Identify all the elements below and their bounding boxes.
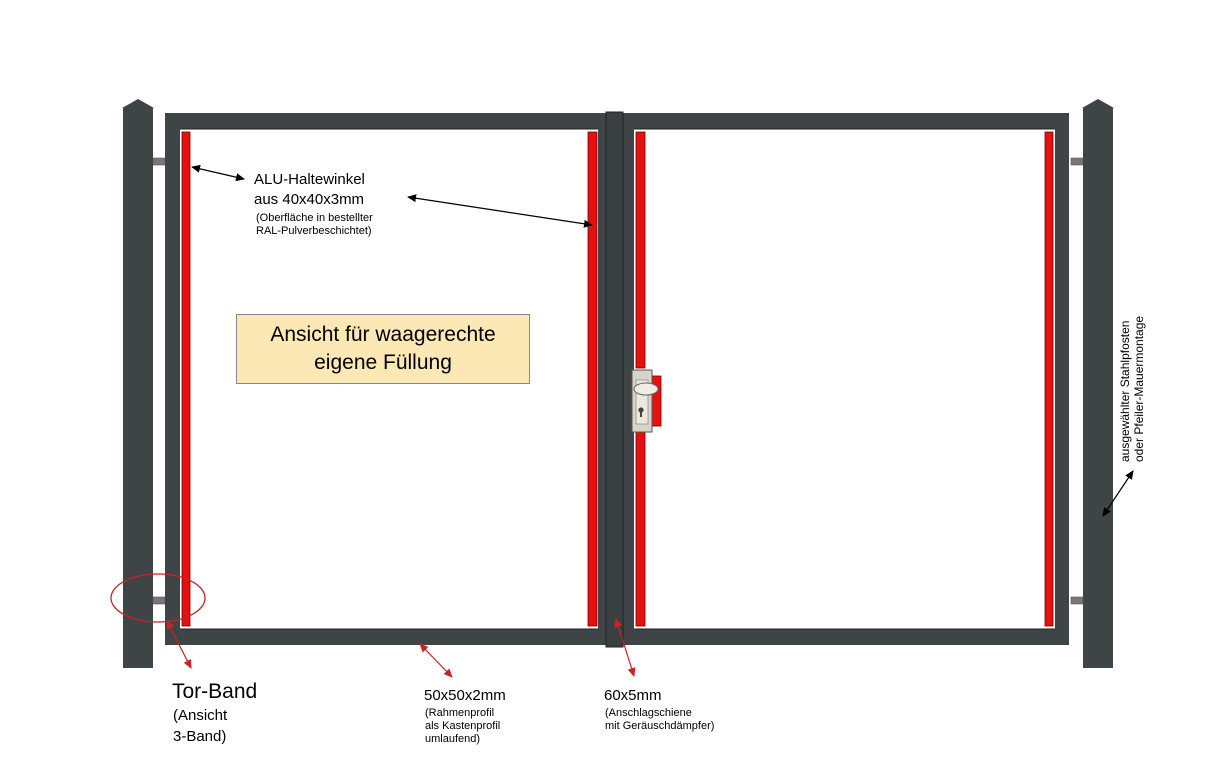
post-label-line2: oder Pfeiler-Mauermontage (1132, 315, 1146, 462)
view-note-box: Ansicht für waagerechte eigene Füllung (236, 314, 530, 384)
alu-note-line2: RAL-Pulverbeschichtet) (256, 225, 372, 237)
left-wing-frame (165, 113, 606, 645)
alu-note-line1: (Oberfläche in bestellter (256, 212, 373, 224)
post-label: ausgewählter Stahlpfosten oder Pfeiler-M… (1118, 316, 1146, 462)
hinge-note-line1: (Ansicht (173, 707, 228, 724)
view-note-line1: Ansicht für waagerechte (270, 323, 496, 346)
frame-note-line1: (Rahmenprofil (425, 707, 495, 719)
frame-note-line3: umlaufend) (425, 733, 481, 745)
lock-icon (631, 369, 662, 433)
frame-note-line2: als Kastenprofil (425, 720, 501, 732)
alu-brackets (181, 131, 1054, 627)
alu-size-label: aus 40x40x3mm (254, 191, 365, 208)
right-post (1082, 99, 1114, 668)
hinge-title-label: Tor-Band (172, 680, 258, 703)
alu-arrows (191, 164, 1134, 517)
left-post (122, 99, 154, 668)
stop-note-line2: mit Geräuschdämpfer) (605, 720, 715, 732)
hinge-note-line2: 3-Band) (173, 728, 227, 745)
hinge-pins (152, 157, 1084, 605)
right-wing-frame (622, 113, 1069, 645)
dimension-arrows (166, 618, 636, 678)
view-note-line2: eigene Füllung (314, 351, 452, 374)
hinge-marker-circle (110, 573, 206, 623)
center-stop-rail (605, 111, 624, 648)
stop-note-line1: (Anschlagschiene (605, 707, 692, 719)
alu-title-label: ALU-Haltewinkel (254, 171, 365, 188)
post-label-line1: ausgewählter Stahlpfosten (1118, 320, 1132, 462)
stop-size-label: 60x5mm (604, 687, 662, 704)
frame-size-label: 50x50x2mm (424, 687, 506, 704)
